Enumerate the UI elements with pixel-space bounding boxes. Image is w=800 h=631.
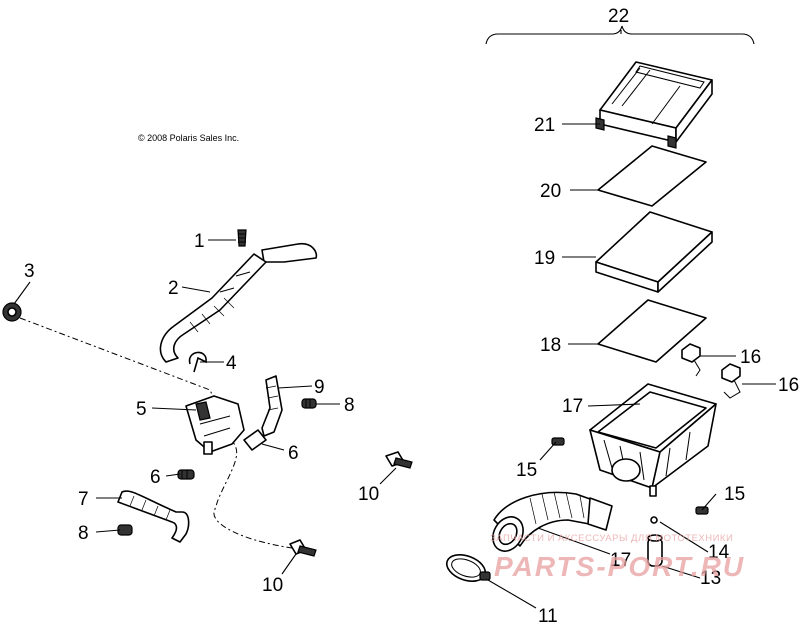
elbow-part-6a xyxy=(243,429,267,451)
callout-1: 1 xyxy=(194,231,205,252)
watermark-brand: PARTS-PORT.RU xyxy=(494,551,745,582)
callout-18: 18 xyxy=(540,335,561,356)
callout-19: 19 xyxy=(534,248,555,269)
callout-6-left: 6 xyxy=(150,467,161,488)
callout-15-left: 15 xyxy=(516,460,537,481)
airbox-housing-part xyxy=(589,383,717,497)
callout-10-upper: 10 xyxy=(358,484,379,505)
clip-part-upper xyxy=(681,343,701,377)
lower-hose-part xyxy=(117,490,190,543)
callout-17-housing: 17 xyxy=(562,396,583,417)
connector-part-6b xyxy=(177,469,195,480)
bolt-part-10b xyxy=(289,539,317,557)
callout-10-lower: 10 xyxy=(262,575,283,596)
screw-part-1 xyxy=(237,229,247,247)
callout-11: 11 xyxy=(538,606,558,626)
callout-labels: 22 21 20 19 18 16 16 17 15 15 14 17 13 1… xyxy=(24,6,799,627)
callout-2: 2 xyxy=(168,278,179,299)
valve-bracket-part xyxy=(185,395,245,455)
filter-sheet-part xyxy=(597,145,707,207)
seal-sheet-part xyxy=(597,299,707,363)
bolt-part-10a xyxy=(385,451,413,469)
callout-6-right: 6 xyxy=(288,443,299,464)
callout-22: 22 xyxy=(608,6,629,27)
connector-part-8a xyxy=(301,398,317,409)
callout-14: 14 xyxy=(708,542,730,563)
callout-3: 3 xyxy=(24,261,35,282)
callout-8-lower: 8 xyxy=(78,523,89,544)
bolt-part-15b xyxy=(695,506,709,515)
vent-line xyxy=(19,317,293,549)
callout-15-right: 15 xyxy=(724,484,745,505)
callout-4: 4 xyxy=(226,353,237,374)
intake-boot-part xyxy=(492,491,613,552)
connector-part-8b xyxy=(117,524,133,536)
grommet-part xyxy=(2,302,22,322)
callout-9: 9 xyxy=(314,377,325,398)
washer-part xyxy=(650,516,658,524)
air-filter-part xyxy=(595,211,713,293)
drain-tube-part xyxy=(647,534,663,567)
callout-16-lower: 16 xyxy=(778,375,799,396)
callout-13: 13 xyxy=(700,568,721,589)
breather-hose-part xyxy=(159,242,318,363)
callout-5: 5 xyxy=(136,399,147,420)
airbox-cover-part xyxy=(595,61,713,149)
watermark-tagline: ЗАПЧАСТИ И АКСЕССУАРЫ ДЛЯ МОТОТЕХНИКИ xyxy=(490,533,733,544)
callout-20: 20 xyxy=(540,181,561,202)
callout-21: 21 xyxy=(534,115,555,136)
callout-17-boot: 17 xyxy=(610,550,631,571)
callout-16-upper: 16 xyxy=(740,347,761,368)
callout-7: 7 xyxy=(78,489,89,510)
copyright-text: © 2008 Polaris Sales Inc. xyxy=(138,133,239,143)
clip-part-lower xyxy=(721,363,741,399)
assembly-bracket xyxy=(485,25,755,45)
short-hose-part xyxy=(261,375,283,437)
hose-clamp-part xyxy=(445,554,491,582)
callout-8-upper: 8 xyxy=(344,395,355,416)
watermark: ЗАПЧАСТИ И АКСЕССУАРЫ ДЛЯ МОТОТЕХНИКИ PA… xyxy=(490,533,745,582)
leader-lines xyxy=(13,30,776,609)
